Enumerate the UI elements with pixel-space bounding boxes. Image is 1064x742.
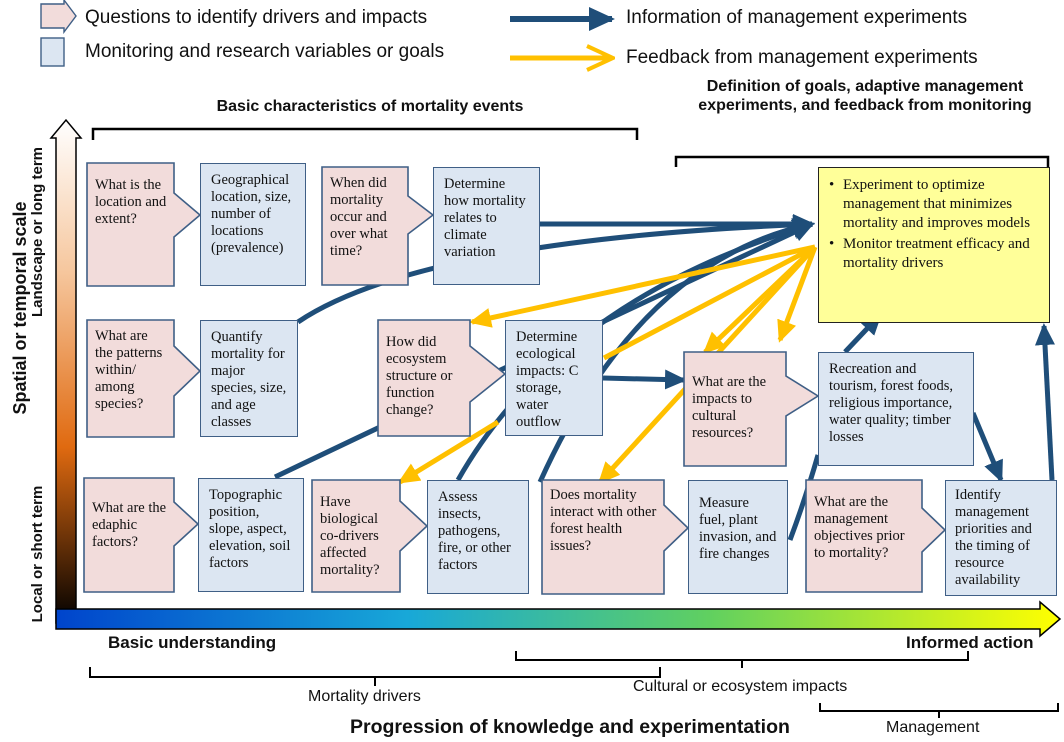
y-axis-top-label: Landscape or long term xyxy=(29,146,46,318)
question-location: What is the location and extent? xyxy=(95,177,167,227)
x-axis-left-label: Basic understanding xyxy=(108,633,277,652)
x-axis-right-label: Informed action xyxy=(906,633,1034,652)
group-management: Management xyxy=(886,719,980,736)
question-ecosystem: How did ecosystem structure or function … xyxy=(386,334,453,418)
experiment-box: • Experiment to optimize management that… xyxy=(818,167,1050,323)
legend-question-symbol xyxy=(40,0,77,35)
experiment-item-2: Monitor treatment efficacy and mortality… xyxy=(843,236,1030,271)
x-axis-title: Progression of knowledge and experimenta… xyxy=(350,716,790,738)
monitor-recreation: Recreation and tourism, forest foods, re… xyxy=(818,352,974,466)
monitor-quantify: Quantify mortality for major species, si… xyxy=(200,320,298,437)
info-arrow-fuel-to-recreation xyxy=(787,454,821,541)
bullet-icon: • xyxy=(829,236,835,252)
experiment-item: • Monitor treatment efficacy and mortali… xyxy=(829,235,1039,273)
bracket-mortality-drivers xyxy=(89,667,661,686)
bullet-icon: • xyxy=(829,177,835,193)
legend-information-label: Information of management experiments xyxy=(626,7,968,28)
feedback-arrow-to-ecological xyxy=(602,244,817,361)
question-when: When did mortality occur and over what t… xyxy=(330,175,388,259)
question-interact: Does mortality interact with other fores… xyxy=(550,487,657,554)
info-arrow-priorities-to-experiment xyxy=(1034,323,1055,481)
question-management: What are the management objectives prior… xyxy=(814,494,905,561)
monitor-assess: Assess insects, pathogens, fire, or othe… xyxy=(427,480,529,594)
y-axis-bottom-label: Local or short term xyxy=(29,485,46,623)
feedback-arrow-to-biological xyxy=(397,419,500,485)
monitor-geographical: Geographical location, size, number of l… xyxy=(200,163,306,286)
header-basic-characteristics: Basic characteristics of mortality event… xyxy=(216,98,524,115)
experiment-item-1: Experiment to optimize management that m… xyxy=(843,177,1031,231)
info-arrow-ecological-to-cultural xyxy=(602,369,687,390)
question-box-shapes xyxy=(83,162,947,595)
monitor-topographic: Topographic position, slope, aspect, ele… xyxy=(198,478,304,592)
bracket-basic-characteristics xyxy=(91,127,639,140)
question-edaphic: What are the edaphic factors? xyxy=(92,500,167,550)
monitor-fuel: Measure fuel, plant invasion, and fire c… xyxy=(688,480,788,594)
monitor-climate: Determine how mortality relates to clima… xyxy=(433,167,540,285)
header-definition-goals: Definition of goals, adaptive management… xyxy=(698,78,1032,115)
monitor-priorities: Identify management priorities and the t… xyxy=(945,480,1057,596)
legend-questions-label: Questions to identify drivers and impact… xyxy=(85,7,428,28)
question-patterns: What are the patterns within/ among spec… xyxy=(95,328,163,412)
legend-monitoring-symbol xyxy=(40,37,65,67)
feedback-arrow-to-ecosystem xyxy=(469,244,816,328)
question-biological: Have biological co-drivers affected mort… xyxy=(320,494,380,578)
info-arrow-recreation-to-priorities xyxy=(970,412,1004,483)
group-cultural-impacts: Cultural or ecosystem impacts xyxy=(633,678,848,695)
monitor-ecological: Determine ecological impacts: C storage,… xyxy=(505,320,603,436)
bracket-definition-goals xyxy=(674,155,1050,167)
y-axis-arrow xyxy=(49,118,83,624)
feedback-arrow-to-cultural-tip xyxy=(777,246,818,343)
legend-monitoring-label: Monitoring and research variables or goa… xyxy=(85,41,445,62)
bracket-management xyxy=(819,703,1059,718)
bracket-cultural-impacts xyxy=(515,651,969,668)
legend-feedback-label: Feedback from management experiments xyxy=(626,47,978,68)
group-mortality-drivers: Mortality drivers xyxy=(308,688,421,705)
experiment-item: • Experiment to optimize management that… xyxy=(829,176,1039,233)
x-axis-arrow xyxy=(55,600,1062,638)
question-cultural: What are the impacts to cultural resourc… xyxy=(692,374,767,441)
